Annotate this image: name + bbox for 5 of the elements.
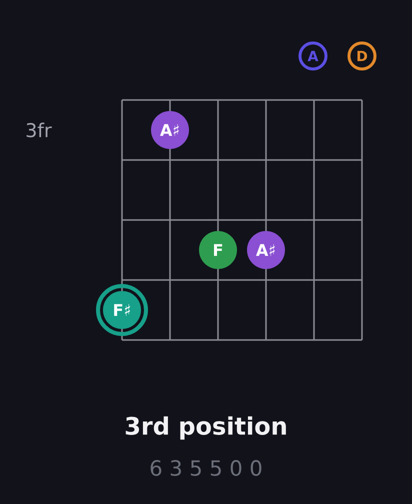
circled-letter: D xyxy=(348,42,376,70)
fret-number: 3fr xyxy=(26,122,52,138)
title: 3rd position xyxy=(126,416,286,440)
fingering-digits: 6 3 5 5 0 0 xyxy=(150,460,262,476)
circled-letter: A xyxy=(298,42,328,70)
